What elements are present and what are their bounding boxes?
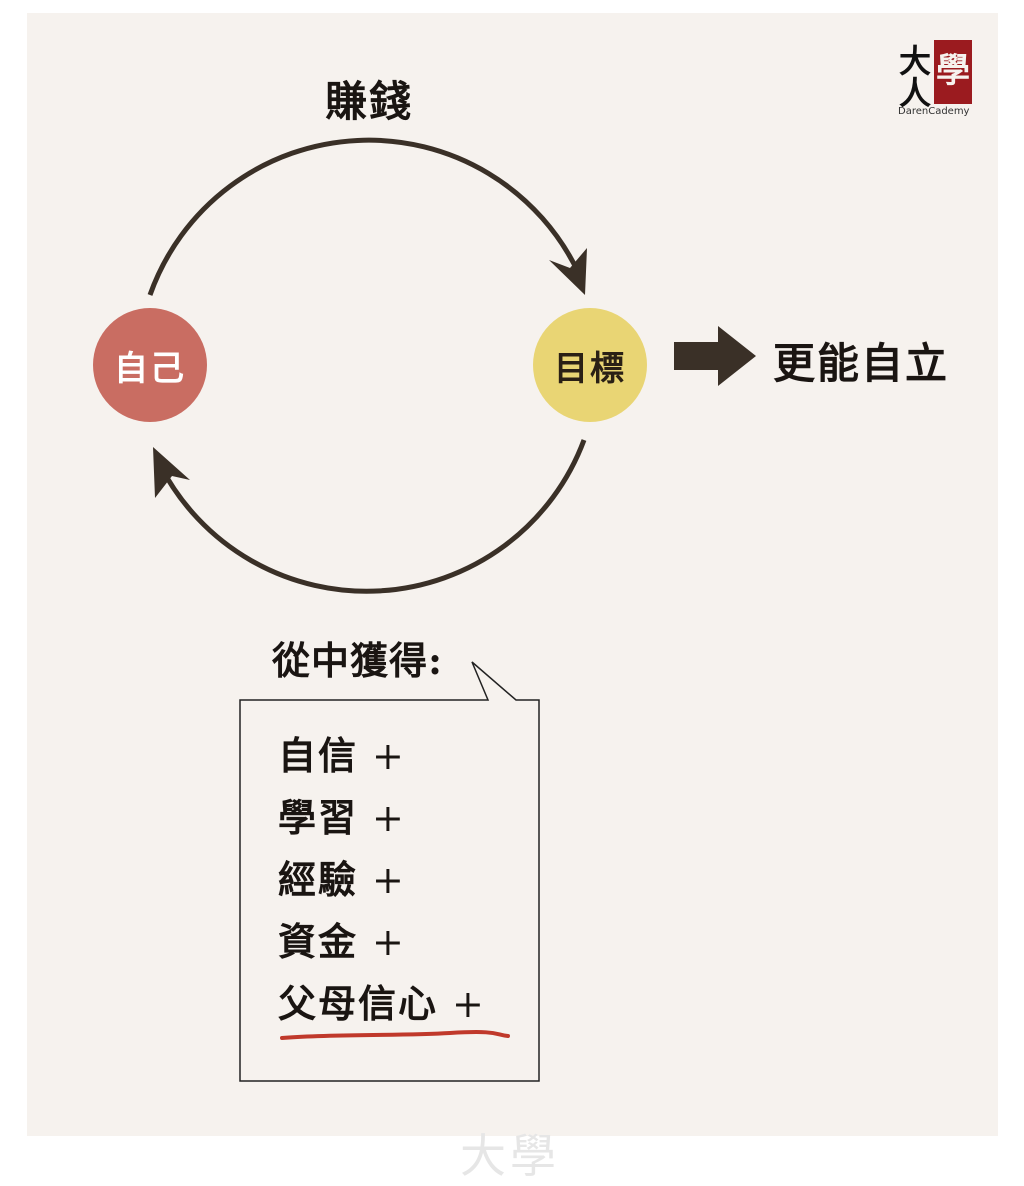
outcome-arrow [674, 326, 756, 386]
gain-item: 經驗+ [278, 857, 406, 902]
svg-text:學: 學 [936, 51, 970, 91]
gain-item: 資金+ [278, 919, 406, 964]
speech-bubble [239, 661, 540, 1082]
gain-item: 自信+ [278, 733, 406, 778]
svg-text:人: 人 [899, 74, 931, 112]
gains-list: 自信+ 學習+ 經驗+ 資金+ 父母信心+ [278, 732, 486, 1042]
red-underline [280, 1030, 510, 1040]
bottom-watermark: 大學 [460, 1129, 560, 1183]
bottom-arrowhead [153, 447, 190, 498]
gain-item: 父母信心+ [278, 981, 486, 1026]
gain-item: 學習+ [278, 795, 406, 840]
top-arrowhead [549, 248, 587, 295]
cycle-label-earn-money: 賺錢 [325, 77, 414, 126]
outcome-label: 更能自立 [773, 339, 950, 388]
svg-text:大: 大 [899, 42, 931, 80]
node-goal-label: 目標 [554, 348, 626, 389]
node-goal: 目標 [533, 308, 647, 422]
cycle-arrows [147, 137, 756, 1082]
diagram-panel [27, 13, 998, 1136]
gains-title: 從中獲得: [272, 638, 444, 683]
brand-logo-icon: 大 人 學 [899, 40, 972, 112]
top-arc [147, 137, 582, 296]
node-self-label: 自己 [114, 348, 186, 389]
node-self: 自己 [93, 308, 207, 422]
bottom-arc [157, 439, 587, 594]
brand-logo-text: DarenCademy [898, 106, 970, 117]
